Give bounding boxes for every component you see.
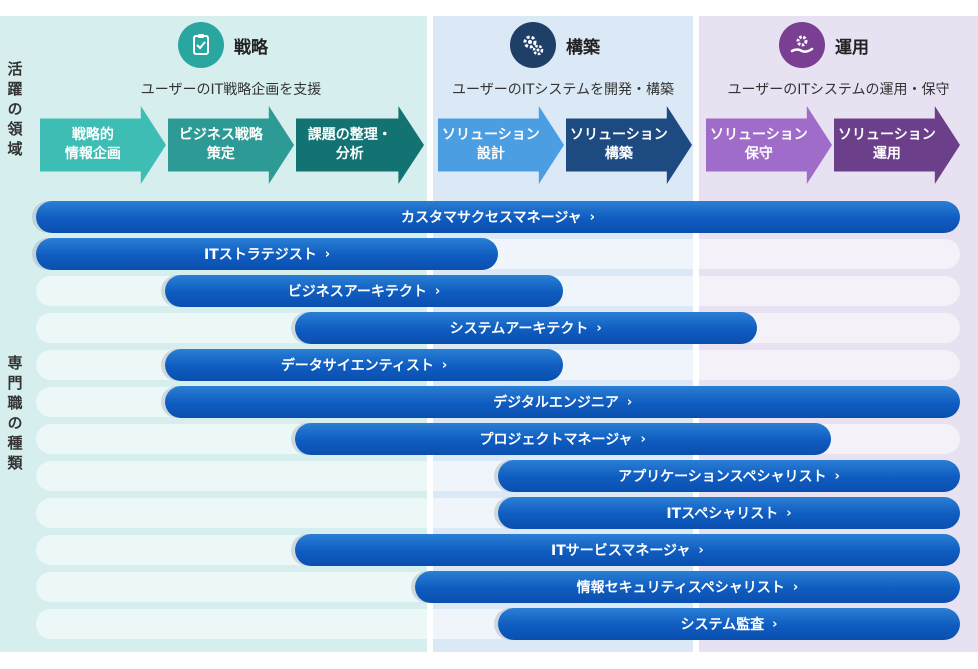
hand-gear-icon [779, 22, 825, 68]
phase-title-strategy: 戦略 [234, 37, 268, 58]
chevron-right-icon: › [792, 579, 799, 595]
chevron-right-icon: › [640, 431, 646, 447]
chevron-right-icon: › [626, 394, 633, 410]
chevron-right-icon: › [434, 283, 441, 299]
phase-header-operation: 運用 [779, 22, 869, 68]
chevron-right-icon: › [589, 209, 595, 225]
chevron-right-icon: › [596, 320, 602, 336]
role-name: ITスペシャリスト [666, 506, 779, 522]
arrow-solution-build: ソリューション 構築 [566, 106, 692, 184]
role-bar[interactable]: プロジェクトマネージャ › [294, 423, 831, 455]
role-name: システム監査 [680, 617, 765, 633]
arrow-solution-maintenance: ソリューション 保守 [706, 106, 832, 184]
phase-desc-build: ユーザーのITシステムを開発・構築 [452, 82, 674, 98]
role-name: 情報セキュリティスペシャリスト [576, 580, 785, 596]
gears-icon [510, 22, 556, 68]
phase-header-strategy: 戦略 [178, 22, 268, 68]
role-name: アプリケーションスペシャリスト [618, 469, 827, 485]
side-label-domain: 活躍の領域 [5, 61, 24, 161]
role-bar[interactable]: ITスペシャリスト › [498, 497, 960, 529]
role-bar[interactable]: システムアーキテクト › [294, 312, 757, 344]
role-bar[interactable]: ITサービスマネージャ › [294, 534, 960, 566]
arrow-strategic-info-planning: 戦略的 情報企画 [40, 106, 166, 184]
arrow-issue-analysis: 課題の整理・ 分析 [296, 106, 424, 184]
arrow-solution-operation: ソリューション 運用 [834, 106, 960, 184]
role-bar[interactable]: カスタマサクセスマネージャ › [36, 201, 960, 233]
phase-title-build: 構築 [566, 37, 600, 58]
clipboard-check-icon [178, 22, 224, 68]
role-bar[interactable]: システム監査 › [498, 608, 960, 640]
arrow-business-strategy: ビジネス戦略 策定 [168, 106, 294, 184]
role-name: ビジネスアーキテクト [287, 284, 427, 300]
phase-header-build: 構築 [510, 22, 600, 68]
phase-title-operation: 運用 [835, 37, 869, 58]
phase-desc-strategy: ユーザーのIT戦略企画を支援 [140, 82, 322, 98]
role-bar[interactable]: アプリケーションスペシャリスト › [498, 460, 960, 492]
role-name: ITサービスマネージャ [550, 543, 691, 559]
role-name: デジタルエンジニア [493, 395, 619, 411]
role-bar[interactable]: デジタルエンジニア › [165, 386, 960, 418]
chevron-right-icon: › [324, 246, 331, 262]
chevron-right-icon: › [786, 505, 792, 521]
chevron-right-icon: › [772, 616, 778, 632]
chevron-right-icon: › [698, 542, 704, 558]
role-bar[interactable]: ITストラテジスト › [36, 238, 498, 270]
role-bar[interactable]: 情報セキュリティスペシャリスト › [414, 571, 960, 603]
role-bar[interactable]: データサイエンティスト › [165, 349, 563, 381]
arrow-solution-design: ソリューション 設計 [438, 106, 564, 184]
role-bar[interactable]: ビジネスアーキテクト › [165, 275, 563, 307]
role-name: ITストラテジスト [203, 247, 317, 263]
role-name: システムアーキテクト [449, 321, 589, 337]
side-label-roles: 専門職の種類 [5, 355, 24, 475]
role-name: データサイエンティスト [280, 358, 434, 374]
chevron-right-icon: › [834, 468, 840, 484]
role-name: カスタマサクセスマネージャ [401, 210, 582, 226]
phase-desc-operation: ユーザーのITシステムの運用・保守 [727, 82, 950, 98]
role-name: プロジェクトマネージャ [479, 432, 633, 448]
chevron-right-icon: › [441, 357, 448, 373]
